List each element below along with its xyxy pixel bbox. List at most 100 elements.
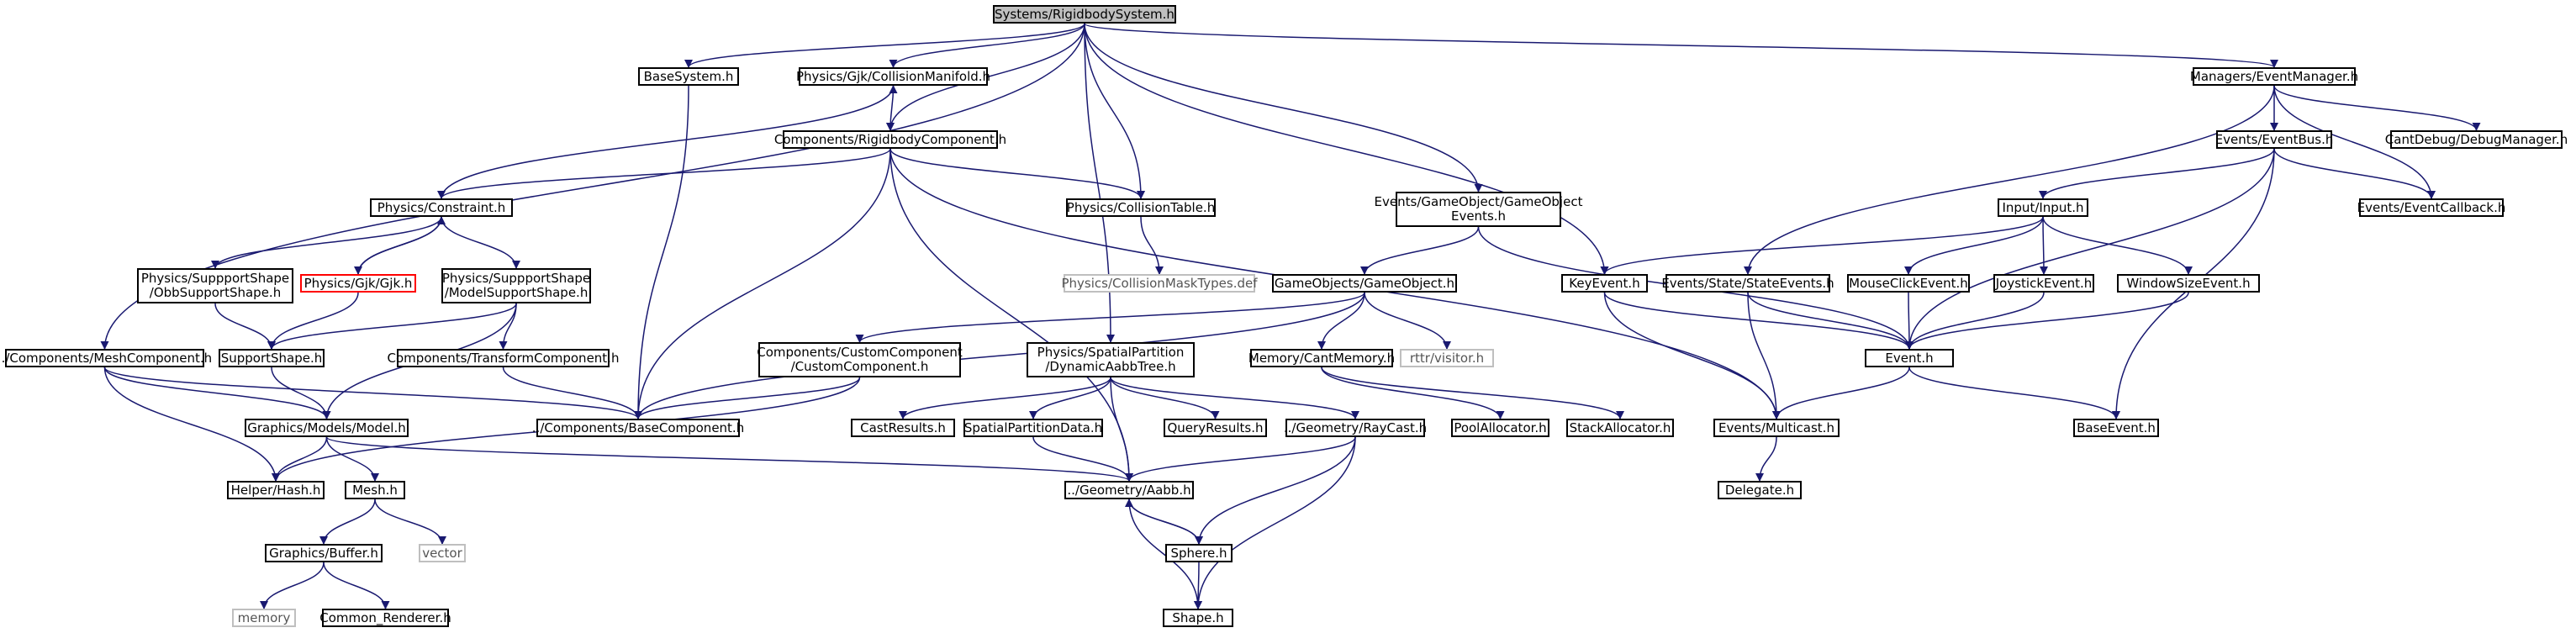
node-mouse-click-event[interactable]: MouseClickEvent.h [1847, 274, 1970, 293]
node-event-manager[interactable]: Managers/EventManager.h [2190, 67, 2358, 86]
edge-transform-to-basecomp [502, 367, 642, 419]
edge-mesh-to-vector [374, 498, 446, 545]
node-key-event[interactable]: KeyEvent.h [1561, 274, 1648, 293]
edge-event-to-baseevent [1908, 367, 2120, 419]
node-collision-manifold[interactable]: Physics/Gjk/CollisionManifold.h [796, 67, 990, 86]
node-base-component[interactable]: ../Components/BaseComponent.h [532, 419, 744, 437]
edge-rbcomp-to-colltable [889, 148, 1145, 199]
edge-buffer-to-memory [260, 562, 325, 609]
node-aabb[interactable]: ../Geometry/Aabb.h [1064, 481, 1194, 499]
edge-colltable-to-collmask [1140, 216, 1164, 275]
node-hash[interactable]: Helper/Hash.h [227, 481, 325, 499]
node-transform-component[interactable]: Components/TransformComponent.h [388, 349, 619, 367]
edge-modelshape-to-supportshape [267, 303, 517, 350]
edge-mouseclick-to-event [1904, 292, 1914, 350]
node-joystick-event[interactable]: JoystickEvent.h [1993, 274, 2094, 293]
node-gameobject[interactable]: GameObjects/GameObject.h [1272, 274, 1457, 293]
node-event-callback[interactable]: Events/EventCallback.h [2357, 198, 2505, 217]
edge-cantmem-to-stackalloc [1321, 367, 1624, 419]
edge-model-to-aabb [325, 436, 1133, 482]
edge-sphere-to-shape [1194, 562, 1203, 609]
node-base-event[interactable]: BaseEvent.h [2073, 419, 2159, 437]
node-dynamic-aabb-tree[interactable]: Physics/SpatialPartition /DynamicAabbTre… [1027, 342, 1195, 377]
edge-gjk-to-constraint [357, 216, 446, 275]
node-rttr-visitor: rttr/visitor.h [1400, 349, 1494, 367]
node-delegate[interactable]: Delegate.h [1718, 481, 1802, 499]
node-rigidbody-system: Systems/RigidbodySystem.h [993, 5, 1176, 24]
node-buffer[interactable]: Graphics/Buffer.h [265, 544, 383, 562]
edge-eventbus-to-input [2039, 148, 2275, 199]
edge-eventmgr-to-stateevents [1744, 85, 2275, 275]
edge-gameobject-to-visitor [1364, 292, 1451, 350]
node-mesh-component[interactable]: ../Components/MeshComponent.h [0, 349, 212, 367]
dependency-edges [100, 23, 2481, 609]
node-spatial-partition-data[interactable]: SpatialPartitionData.h [963, 419, 1103, 437]
edge-constraint-to-collman [441, 85, 898, 199]
node-model-support-shape[interactable]: Physics/SuppportShape /ModelSupportShape… [441, 268, 591, 303]
edge-cantmem-to-poolalloc [1321, 367, 1505, 419]
edge-constraint-to-modelshape [441, 216, 520, 269]
node-rigidbody-component[interactable]: Components/RigidbodyComponent.h [774, 130, 1006, 149]
edge-meshcomp-to-basecomp [103, 367, 642, 419]
node-shape[interactable]: Shape.h [1163, 609, 1233, 627]
node-pool-allocator[interactable]: PoolAllocator.h [1451, 419, 1549, 437]
edge-goevents-to-gameobject [1360, 226, 1480, 275]
edge-buffer-to-renderer [323, 562, 390, 609]
edge-multicast-to-delegate [1755, 436, 1777, 482]
edge-rbcomp-to-constraint [437, 148, 891, 199]
edge-root-to-goevents [1084, 23, 1483, 193]
node-state-events[interactable]: Events/State/StateEvents.h [1661, 274, 1834, 293]
edge-meshcomp-to-hash [103, 367, 280, 482]
node-event-bus[interactable]: Events/EventBus.h [2215, 130, 2333, 149]
edge-stateevents-to-multicast [1747, 292, 1781, 419]
node-base-system[interactable]: BaseSystem.h [638, 67, 739, 86]
node-vector: vector [419, 544, 466, 562]
edge-root-to-basesystem [684, 23, 1085, 68]
node-input[interactable]: Input/Input.h [1998, 198, 2088, 217]
edge-raycast-to-aabb [1125, 436, 1356, 482]
node-raycast[interactable]: ../Geometry/RayCast.h [1284, 419, 1427, 437]
node-mesh[interactable]: Mesh.h [345, 481, 405, 499]
node-collision-mask-types: Physics/CollisionMaskTypes.def [1061, 274, 1258, 293]
node-collision-table[interactable]: Physics/CollisionTable.h [1066, 198, 1216, 217]
edge-input-to-windowsize [2042, 216, 2193, 275]
edge-constraint-to-obbshape [211, 216, 442, 269]
node-obb-support-shape[interactable]: Physics/SuppportShape /ObbSupportShape.h [137, 268, 293, 303]
node-custom-component[interactable]: Components/CustomComponent /CustomCompon… [757, 342, 963, 377]
node-constraint[interactable]: Physics/Constraint.h [370, 198, 513, 217]
edge-gameobject-to-customcomp [855, 292, 1365, 343]
node-multicast[interactable]: Events/Multicast.h [1713, 419, 1840, 437]
node-cast-results[interactable]: CastResults.h [851, 419, 955, 437]
edge-aabb-to-shape [1128, 498, 1202, 609]
node-query-results[interactable]: QueryResults.h [1164, 419, 1267, 437]
node-event[interactable]: Event.h [1865, 349, 1954, 367]
node-window-size-event[interactable]: WindowSizeEvent.h [2117, 274, 2260, 293]
edge-dynaabb-to-aabb [1110, 377, 1133, 482]
edge-stateevents-to-event [1747, 292, 1914, 350]
node-stack-allocator[interactable]: StackAllocator.h [1566, 419, 1674, 437]
node-model[interactable]: Graphics/Models/Model.h [245, 419, 409, 437]
edge-windowsize-to-event [1905, 292, 2189, 350]
node-gameobject-events[interactable]: Events/GameObject/GameObject Events.h [1375, 192, 1582, 227]
edge-eventbus-to-event [1905, 148, 2275, 350]
node-gjk[interactable]: Physics/Gjk/Gjk.h [300, 274, 416, 293]
node-sphere[interactable]: Sphere.h [1165, 544, 1233, 562]
edge-eventmgr-to-debugmgr [2273, 85, 2481, 131]
edge-input-to-joystick [2039, 216, 2048, 275]
node-support-shape[interactable]: SupportShape.h [219, 349, 325, 367]
edge-eventmgr-to-eventcb [2273, 85, 2436, 199]
node-debug-manager[interactable]: CantDebug/DebugManager.h [2385, 130, 2568, 149]
edge-root-to-colltable [1084, 23, 1145, 199]
node-common-renderer[interactable]: Common_Renderer.h [319, 609, 451, 627]
edge-gjk-to-supportshape [267, 292, 359, 350]
edge-sphere-to-aabb [1125, 498, 1200, 545]
edge-raycast-to-shape [1194, 436, 1356, 609]
edge-eventbus-to-eventcb [2273, 148, 2436, 199]
edge-dynaabb-to-queryresults [1110, 377, 1220, 419]
edge-root-to-eventmgr [1084, 23, 2278, 68]
edge-gameobject-to-basecomp [634, 292, 1365, 419]
node-cant-memory[interactable]: Memory/CantMemory.h [1248, 349, 1395, 367]
edge-root-to-keyevent [1084, 23, 1609, 275]
edge-meshcomp-to-model [103, 367, 331, 419]
edge-joystick-to-event [1905, 292, 2045, 350]
